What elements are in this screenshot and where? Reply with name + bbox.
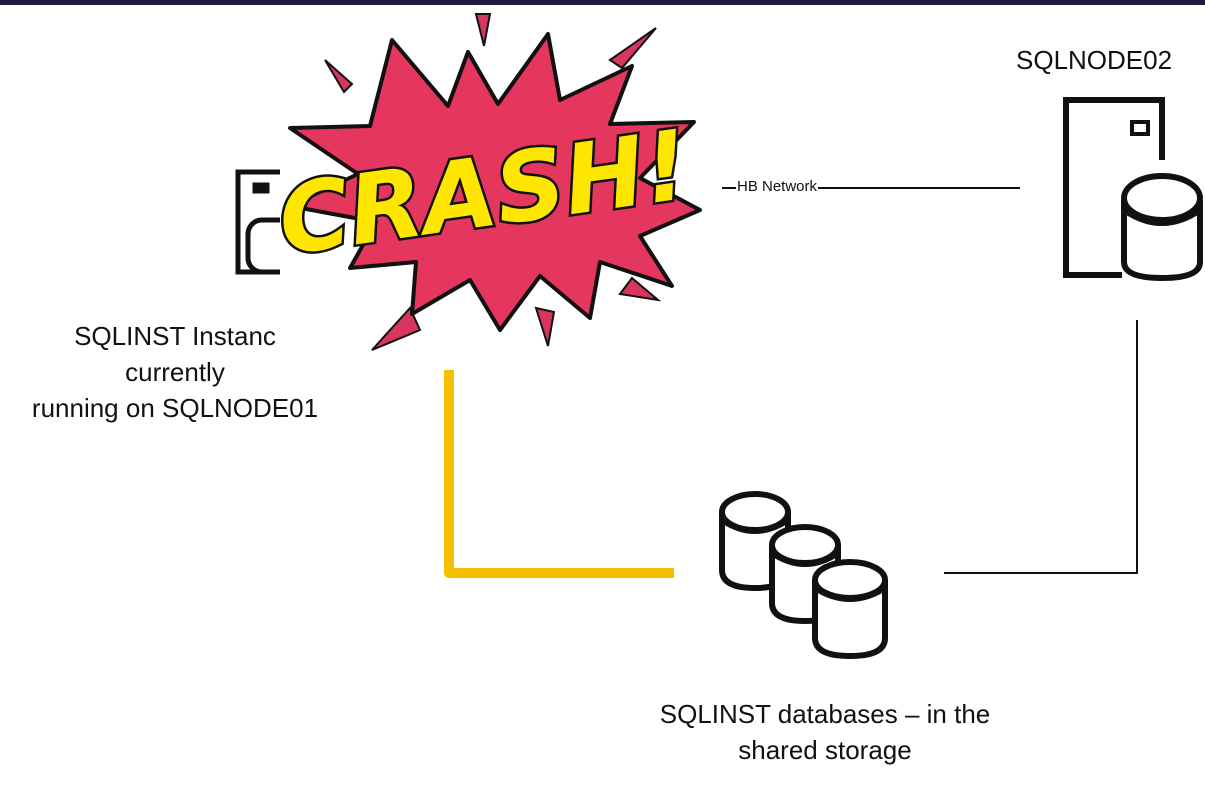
crash-shard xyxy=(618,276,662,302)
instance-label-line: running on SQLNODE01 xyxy=(31,393,319,423)
hb-network-label: HB Network xyxy=(736,177,819,197)
node2-storage-link xyxy=(944,320,1138,574)
instance-label: SQLINST Instanc currently running on SQL… xyxy=(0,318,350,426)
crash-shard xyxy=(474,13,492,47)
instance-label-line: SQLINST Instanc xyxy=(74,321,276,351)
crash-shard xyxy=(608,27,657,70)
storage-label-line: shared storage xyxy=(738,735,912,765)
node1-storage-link xyxy=(444,370,674,578)
node2-server-icon xyxy=(1063,97,1203,282)
crash-shard xyxy=(534,306,556,347)
crash-burst xyxy=(288,32,702,332)
crash-shard xyxy=(324,59,354,94)
database-icon xyxy=(812,559,888,660)
storage-label: SQLINST databases – in the shared storag… xyxy=(600,696,1050,768)
crash-shard xyxy=(371,306,422,351)
node2-title: SQLNODE02 xyxy=(1016,45,1173,75)
instance-label-line: currently xyxy=(125,357,225,387)
storage-db-icons xyxy=(719,491,888,660)
top-bar xyxy=(0,0,1205,5)
storage-label-line: SQLINST databases – in the xyxy=(659,699,991,729)
